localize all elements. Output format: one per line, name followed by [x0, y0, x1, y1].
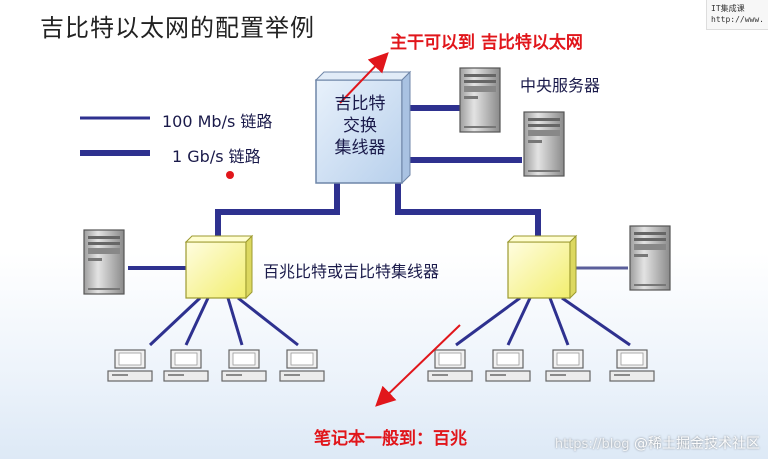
- watermark: https://blog @稀土掘金技术社区: [555, 433, 760, 453]
- pc-left-4: [279, 349, 325, 382]
- central-servers-label: 中央服务器: [520, 76, 601, 95]
- laptop-annotation: 笔记本一般到：百兆: [314, 429, 467, 449]
- watermark-brand: @稀土掘金技术社区: [634, 436, 760, 452]
- right-server: [629, 225, 671, 291]
- link-hub-right-edge: [395, 183, 541, 242]
- right-pc-links: [455, 296, 631, 347]
- link-hub-left-edge: [215, 183, 340, 242]
- pc-left-1: [107, 349, 153, 382]
- central-hub-label-line-1: 吉比特: [334, 94, 386, 114]
- legend-thin-label: 100 Mb/s 链路: [162, 112, 273, 131]
- central-hub-label-line-2: 交换: [343, 116, 377, 136]
- edge-hub-label: 百兆比特或吉比特集线器: [263, 262, 440, 281]
- corner-badge-line-2: http://www.: [711, 15, 764, 24]
- legend-thick-label: 1 Gb/s 链路: [172, 147, 261, 166]
- links: [128, 105, 631, 347]
- pc-left-3: [221, 349, 267, 382]
- pc-right-3: [545, 349, 591, 382]
- left-pc-links: [148, 296, 299, 347]
- central-server-2: [523, 111, 565, 177]
- pc-right-1: [427, 349, 473, 382]
- central-hub-side-face: [401, 70, 411, 185]
- watermark-url: https://blog: [554, 437, 630, 452]
- central-gigabit-hub: [315, 79, 403, 184]
- pc-left-2: [163, 349, 209, 382]
- edge-hub-left: [184, 234, 254, 300]
- backbone-arrow: [339, 52, 389, 104]
- pc-right-4: [609, 349, 655, 382]
- backbone-annotation: 主干可以到 吉比特以太网: [390, 33, 583, 53]
- corner-badge: IT集成课 http://www.: [706, 0, 768, 30]
- laptop-arrow: [375, 324, 461, 407]
- pc-right-2: [485, 349, 531, 382]
- central-hub-label-line-3: 集线器: [334, 138, 386, 158]
- left-server: [83, 229, 125, 295]
- edge-hub-right: [506, 234, 578, 300]
- central-server-1: [459, 67, 501, 133]
- central-hub-label: 吉比特 交换 集线器: [318, 93, 402, 159]
- diagram-title: 吉比特以太网的配置举例: [40, 14, 315, 42]
- red-dot: [226, 171, 234, 179]
- corner-badge-line-1: IT集成课: [711, 4, 745, 13]
